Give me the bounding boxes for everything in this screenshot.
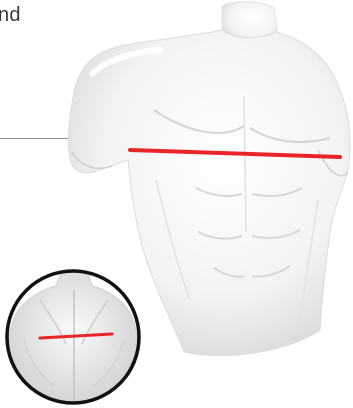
- back-view-inset: [7, 267, 139, 408]
